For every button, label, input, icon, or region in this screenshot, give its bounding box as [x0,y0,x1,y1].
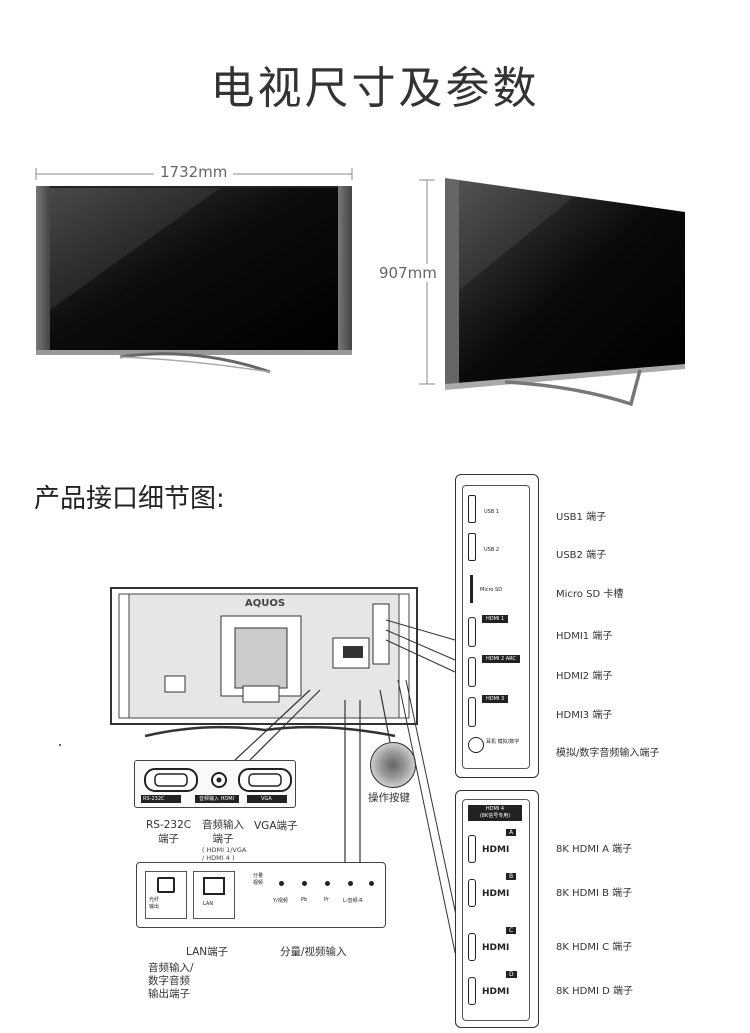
jack-y[interactable] [279,881,284,886]
audio-in-port-label: 模拟/数字音频输入端子 [556,748,660,759]
audio-in-tag: 音频输入 HDMI [199,796,234,802]
operation-button-knob[interactable] [370,742,416,788]
hdmi-c-logo: HDMI [482,943,510,953]
hdmi-d-logo: HDMI [482,987,510,997]
tv-side-view: 907mm [373,170,705,410]
usb2-label: USB2 端子 [556,550,607,561]
hdmi1-icon: HDMI 1 [482,615,509,623]
hdmi2-port[interactable] [468,657,476,687]
jack-pr[interactable] [325,881,330,886]
jack-l[interactable] [348,881,353,886]
audio-input-label: 音频输入 端子 [202,819,244,845]
sd-label: Micro SD 卡槽 [556,589,624,600]
hdmi3-label: HDMI3 端子 [556,710,613,721]
rs232-label: RS-232C 端子 [146,819,192,845]
vga-tag: VGA [261,796,272,802]
hdmi1-port[interactable] [468,617,476,647]
rear-ports-drawing [141,768,292,803]
brand-logo: AQUOS [245,598,286,609]
operation-button-label: 操作按键 [368,792,410,804]
hdmi-a-logo: HDMI [482,845,510,855]
lower-port-box: 光纤 输出 LAN 分量 视频 Y/视频 Pb Pr L-音频-R [136,862,386,928]
hdmi-d-letter: D [506,971,517,978]
optical-label: 光纤 输出 [149,897,160,910]
vga-label: VGA端子 [254,820,298,832]
hdmi2-label: HDMI2 端子 [556,671,613,682]
usb1-label: USB1 端子 [556,512,607,523]
jack-pb[interactable] [302,881,307,886]
hdmi3-icon: HDMI 3 [482,695,509,703]
hdmi-d-port[interactable] [468,977,476,1005]
lan-icon [203,877,225,895]
hdmi-b-label: 8K HDMI B 端子 [556,888,633,899]
jack-pb-label: Pb [301,897,308,903]
hdmi-b-logo: HDMI [482,889,510,899]
jack-audio-label: L-音频-R [343,898,363,904]
hdmi2-icon: HDMI 2 ARC [482,655,520,663]
optical-icon [157,877,175,893]
hdmi-d-label: 8K HDMI D 端子 [556,986,633,997]
hdmi-a-label: 8K HDMI A 端子 [556,844,633,855]
rs232-tag: RS-232C [143,796,165,802]
tv-back-drawing [110,587,418,738]
lan-port-label: LAN [203,901,214,907]
tv-side-drawing [419,178,685,407]
lan-port[interactable] [193,871,235,919]
side-port-panel: USB 1 USB 2 Micro SD HDMI 1 HDMI 2 ARC H… [455,474,539,778]
usb1-icon: USB 1 [484,509,500,515]
jack-y-label: Y/视频 [273,898,288,904]
optical-port[interactable] [145,871,187,919]
hdmi3-port[interactable] [468,697,476,727]
section-title: 产品接口细节图: [34,484,225,514]
hdmi-b-port[interactable] [468,879,476,907]
lan-label: LAN端子 [186,946,229,958]
sd-slot[interactable] [470,575,473,603]
headphone-icon: 耳机 模拟/数字 [486,739,520,745]
hdmi-a-letter: A [506,829,517,836]
jack-pr-label: Pr [324,897,329,903]
sd-icon: Micro SD [480,587,503,593]
hdmi-a-port[interactable] [468,835,476,863]
height-dimension: 907mm [373,264,443,282]
hdmi-c-port[interactable] [468,933,476,961]
tv-front-view: 1732mm [30,160,360,390]
headphone-jack[interactable] [468,737,484,753]
rear-port-box: RS-232C 音频输入 HDMI VGA [134,760,296,808]
component-header: 分量 视频 [253,873,264,886]
hdmi-c-letter: C [506,927,517,934]
usb2-port[interactable] [468,533,476,561]
component-label: 分量/视频输入 [280,946,347,958]
hdmi-c-label: 8K HDMI C 端子 [556,942,633,953]
hdmi1-label: HDMI1 端子 [556,631,613,642]
jack-r[interactable] [369,881,374,886]
usb2-icon: USB 2 [484,547,500,553]
usb1-port[interactable] [468,495,476,523]
tv-back-panel: AQUOS [105,586,425,746]
hdmi8k-panel: HDMI 4 (8K信号专用) A HDMI B HDMI C HDMI D H… [455,790,539,1028]
width-dimension: 1732mm [154,163,234,181]
hdmi-b-letter: B [506,873,517,880]
tv-front-drawing [35,168,353,374]
page-title: 电视尺寸及参数 [210,63,540,114]
audio-out-label: 音频输入/ 数字音频 输出端子 [148,962,194,1000]
hdmi8k-header: HDMI 4 (8K信号专用) [468,805,522,821]
audio-input-sub: ( HDMI 1/VGA / HDMI 4 ) [202,846,247,862]
